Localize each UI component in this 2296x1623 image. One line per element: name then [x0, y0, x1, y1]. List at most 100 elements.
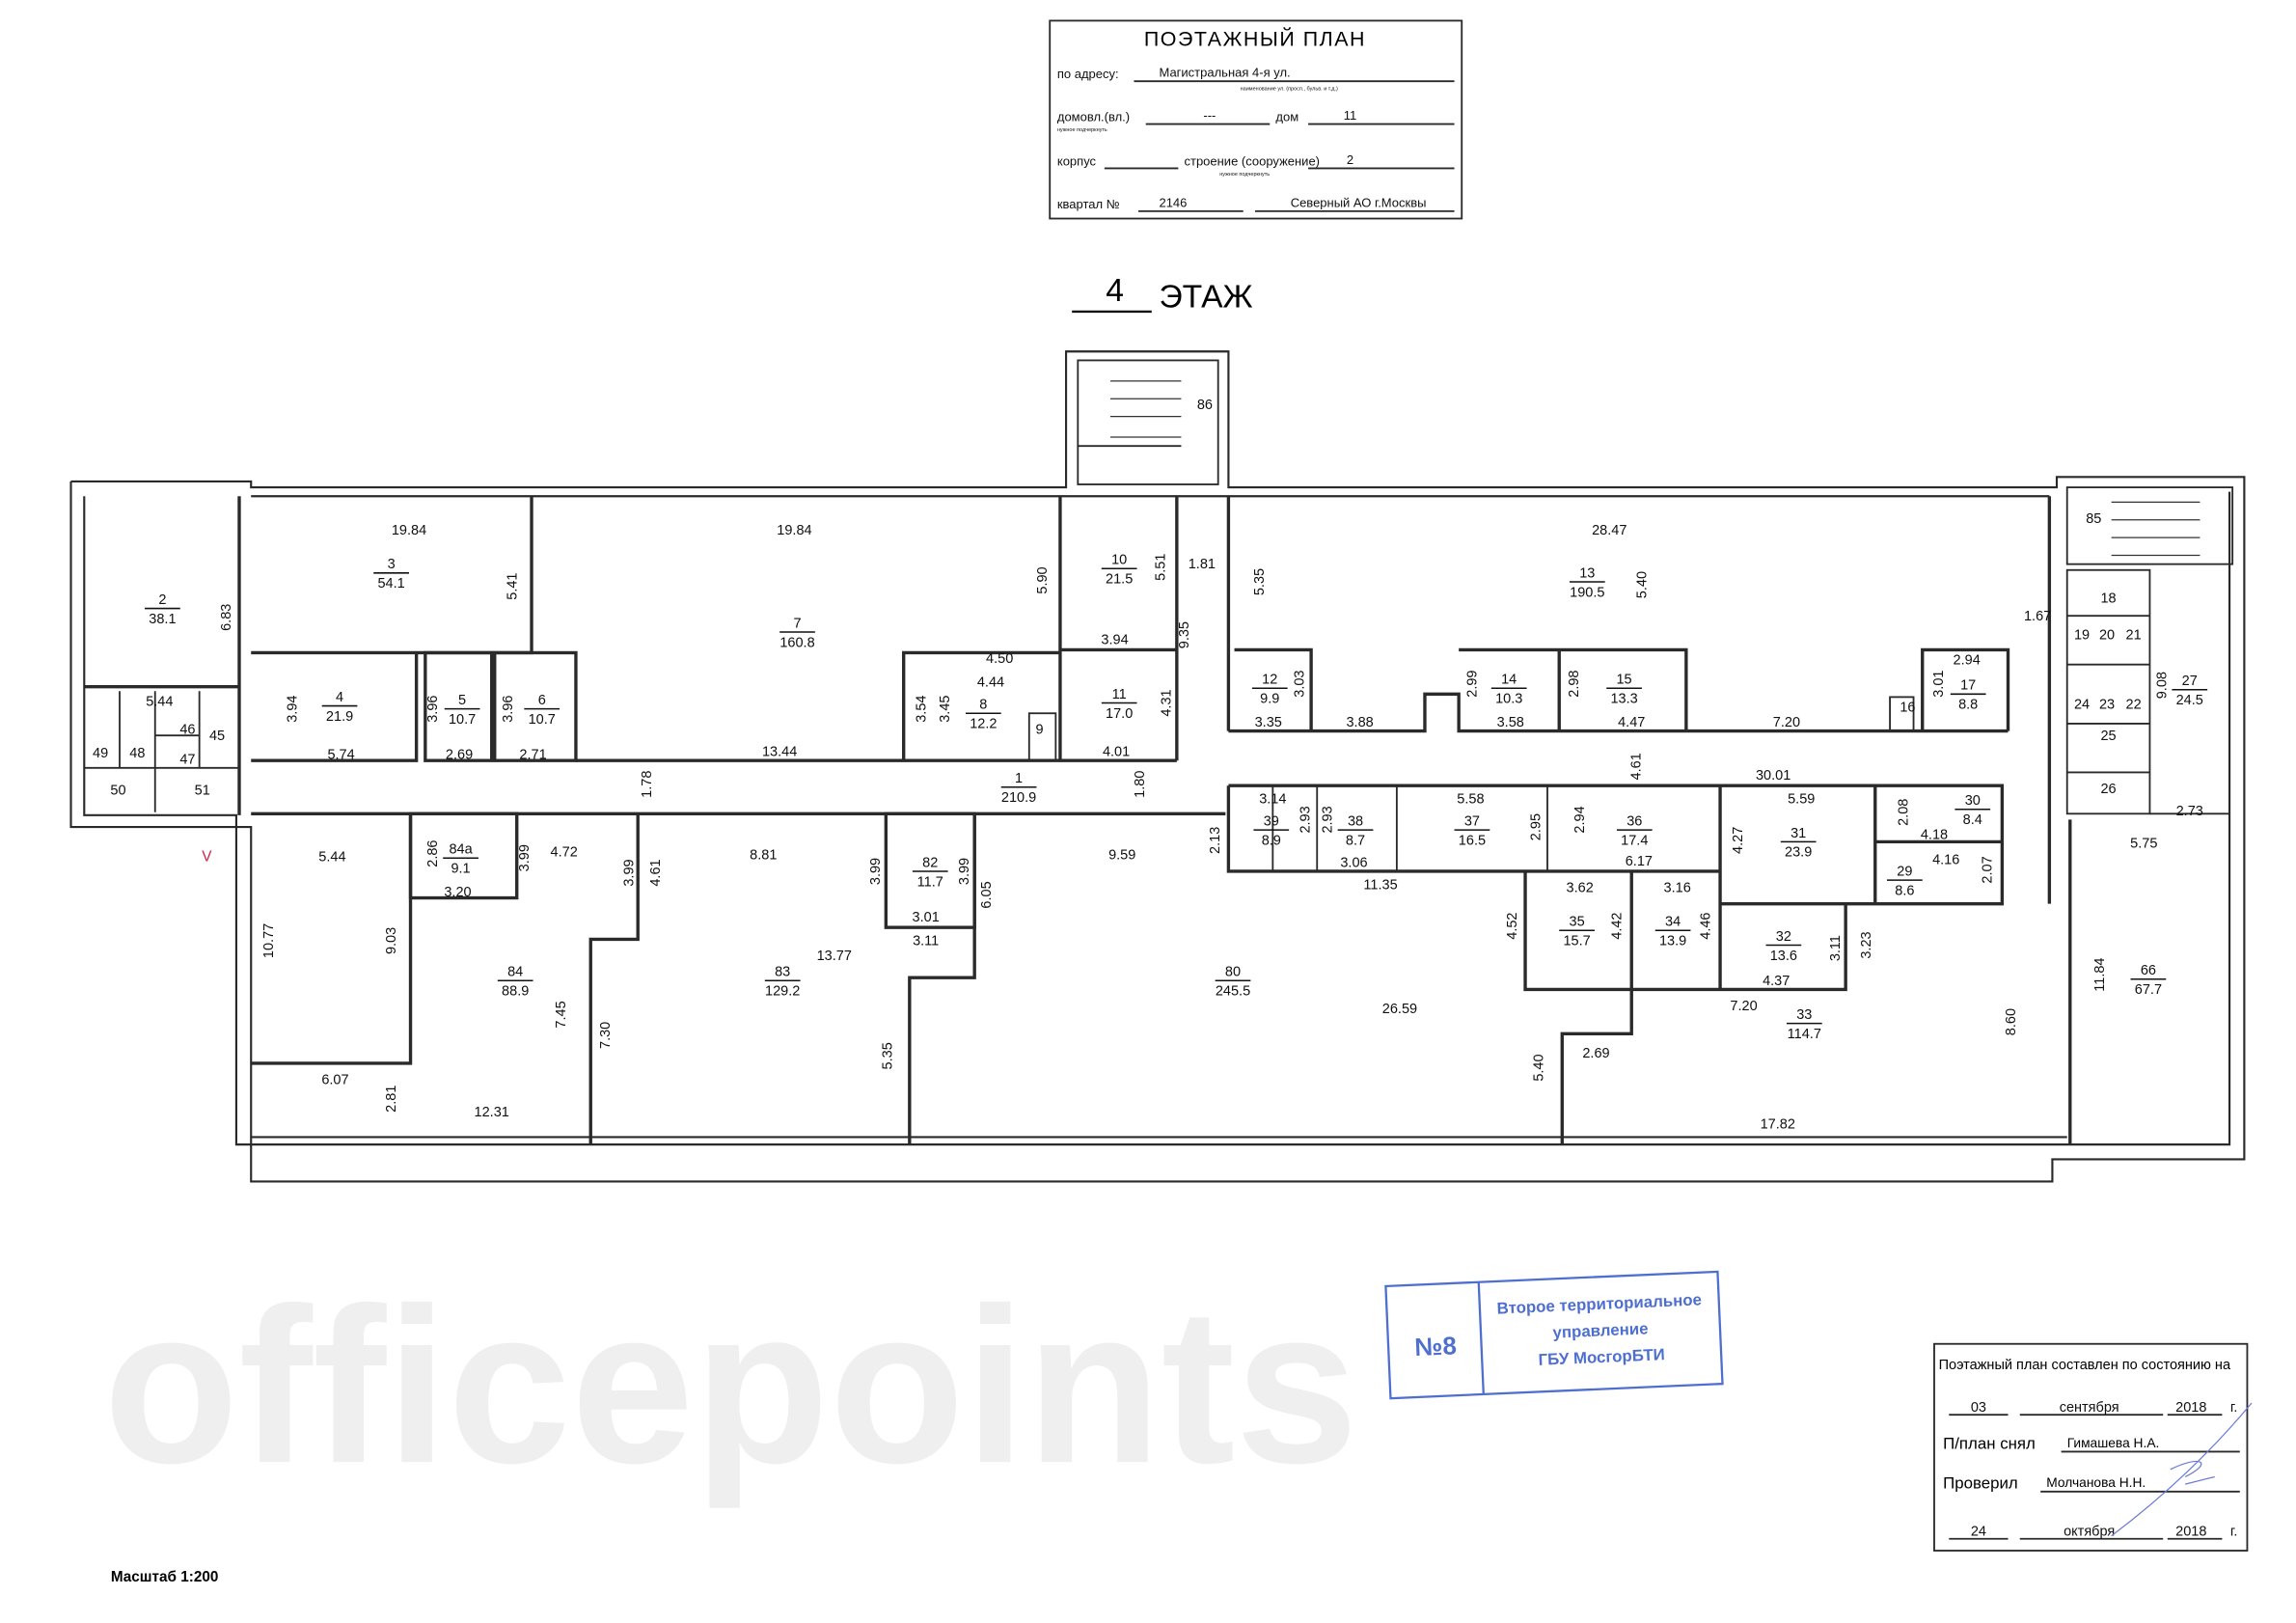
dimension-label: 12.31	[475, 1105, 509, 1120]
dimension-label: 1.78	[640, 771, 655, 798]
room-number: 25	[2101, 729, 2117, 744]
dimension-label: 6.17	[1626, 854, 1653, 869]
dimension-label: 4.61	[1628, 753, 1644, 780]
room-number: 16	[1900, 701, 1915, 716]
dimension-label: 7.20	[1730, 999, 1757, 1014]
dimension-label: 4.27	[1731, 827, 1746, 854]
dimension-label: 2.71	[519, 748, 546, 763]
dimension-label: 4.44	[977, 675, 1004, 691]
status-box: Поэтажный план составлен по состоянию на…	[1933, 1342, 2253, 1552]
room-number: 18	[2101, 591, 2117, 606]
room-area: 8.8	[1958, 698, 1978, 713]
room-number: 27	[2182, 674, 2198, 689]
dimension-label: 5.74	[327, 748, 354, 763]
room-label: 66 67.7	[2130, 963, 2167, 998]
room-number: 66	[2141, 963, 2156, 978]
room-number: 85	[2086, 511, 2101, 527]
room-label: 25	[2101, 729, 2117, 744]
room-label: 178.8	[1950, 678, 1986, 713]
dimension-label: 17.82	[1761, 1116, 1795, 1132]
room-number: 7	[793, 616, 801, 631]
room-area: 13.3	[1610, 692, 1637, 707]
room-area: 8.9	[1262, 833, 1281, 848]
room-area: 8.6	[1895, 883, 1914, 898]
room-number: 36	[1626, 814, 1642, 830]
dimension-label: 3.01	[1931, 670, 1947, 697]
dimension-label: 4.16	[1932, 852, 1959, 867]
taken-label: П/план снял	[1943, 1434, 2036, 1452]
room-number: 84	[507, 965, 523, 980]
dimension-label: 4.72	[551, 845, 578, 861]
day2: 24	[1971, 1525, 1986, 1540]
dimension-label: 2.93	[1321, 806, 1336, 833]
dimension-label: 4.18	[1921, 827, 1948, 842]
dimension-label: 3.99	[622, 859, 638, 886]
room-number: 9	[1035, 723, 1043, 738]
dimension-label: 1.80	[1133, 771, 1148, 798]
room-number: 33	[1796, 1007, 1812, 1023]
stroenie-hint: нужное подчеркнуть	[1219, 172, 1270, 178]
dimension-label: 9.59	[1108, 848, 1135, 864]
room-area: 15.7	[1563, 934, 1590, 949]
room-area: 67.7	[2135, 982, 2162, 998]
room-number: 24	[2074, 698, 2090, 713]
dimension-label: 4.42	[1610, 912, 1626, 939]
domovl-hint: нужное подчеркнуть	[1057, 127, 1107, 133]
room-number: 82	[922, 855, 938, 870]
room-number: 31	[1790, 826, 1806, 841]
room-label: 80 245.5	[1215, 965, 1251, 1000]
dimension-label: 5.90	[1035, 566, 1051, 593]
room-number: 5	[458, 693, 466, 708]
room-number: 30	[1965, 793, 1981, 809]
room-label: 11 17.0	[1101, 687, 1137, 722]
room-number: 1	[1015, 771, 1023, 786]
dimension-label: 2.73	[2176, 804, 2203, 819]
dimension-label: 1.81	[1189, 557, 1216, 572]
room-number: 46	[179, 723, 195, 738]
room-label: 610.7	[524, 693, 560, 728]
room-label: 86	[1197, 398, 1213, 413]
room-label: 48	[129, 746, 145, 761]
dimension-label: 5.75	[2130, 836, 2157, 851]
dimension-label: 5.35	[880, 1042, 895, 1069]
dimension-label: 2.99	[1465, 670, 1481, 697]
dimension-label: 3.06	[1340, 855, 1367, 870]
room-number: 51	[195, 783, 210, 798]
room-number: 39	[1264, 814, 1279, 830]
dimension-label: 3.94	[1101, 632, 1128, 647]
dimension-label: 19.84	[777, 523, 811, 538]
stamp: №8 Второе территориальное управление ГБУ…	[1384, 1270, 1724, 1400]
room-area: 9.9	[1260, 692, 1279, 707]
room-number: 86	[1197, 398, 1213, 413]
g2: г.	[2230, 1525, 2238, 1540]
dimension-label: 5.51	[1154, 554, 1169, 581]
room-number: 49	[93, 746, 108, 761]
dimension-label: 3.88	[1346, 715, 1373, 730]
dimension-label: 2.07	[1981, 856, 1996, 883]
floor-label: ЭТАЖ	[1159, 279, 1252, 315]
room-number: 80	[1225, 965, 1241, 980]
room-area: 12.2	[970, 717, 997, 732]
room-area: 24.5	[2176, 693, 2203, 708]
room-label: 24	[2074, 698, 2090, 713]
dimension-label: 3.96	[425, 695, 441, 722]
room-label: 16	[1900, 701, 1915, 716]
room-area: 17.0	[1106, 706, 1133, 722]
month1: сентября	[2060, 1400, 2119, 1416]
room-label: 510.7	[444, 693, 480, 728]
dimension-label: 3.01	[913, 910, 940, 925]
room-area: 245.5	[1216, 984, 1250, 1000]
room-area: 8.7	[1346, 833, 1365, 848]
korpus-label: корпус	[1057, 153, 1097, 168]
room-number: 11	[1112, 687, 1127, 702]
room-number: 12	[1262, 673, 1277, 688]
room-label: 9	[1035, 723, 1043, 738]
